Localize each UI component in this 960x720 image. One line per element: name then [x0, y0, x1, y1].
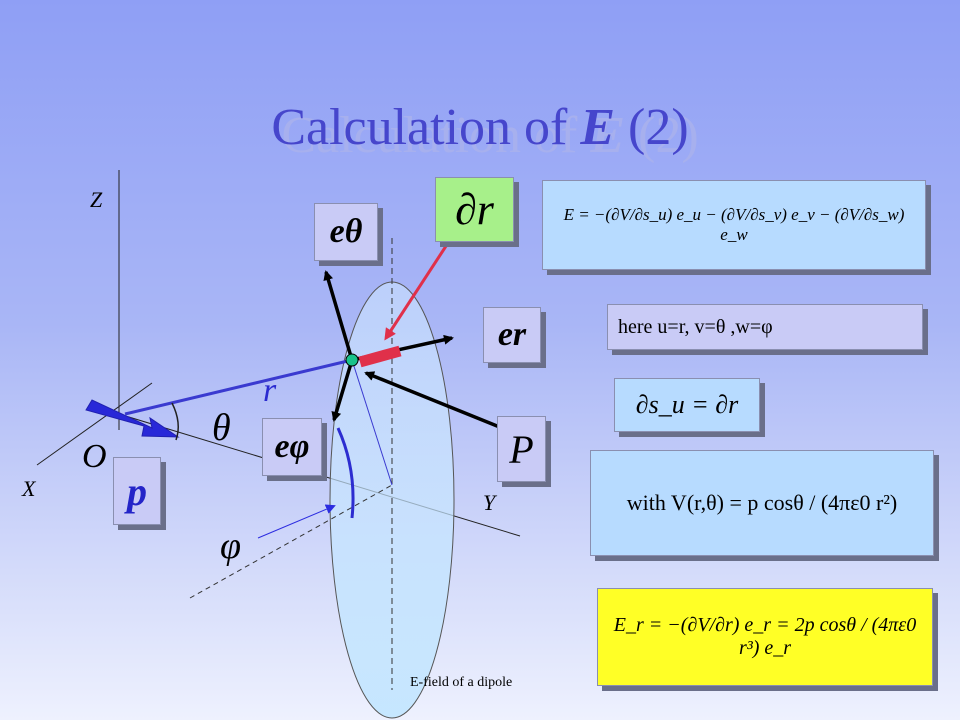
partial-r-segment [358, 345, 402, 368]
x-axis [36, 382, 153, 466]
dipole-p-box: p [113, 457, 161, 525]
partial-r-box: ∂r [435, 177, 514, 242]
page-title: Calculation of E (2) [271, 99, 689, 156]
e-theta-box: eθ [314, 203, 378, 261]
equation-e-general: E = −(∂V/∂s_u) e_u − (∂V/∂s_v) e_v − (∂V… [542, 180, 926, 270]
here-coordinates-box: here u=r, v=θ ,w=φ [607, 304, 923, 350]
projection-line [351, 359, 393, 486]
point-p-box: P [497, 416, 546, 482]
equation-e-r: E_r = −(∂V/∂r) e_r = 2p cosθ / (4πε0 r³)… [597, 588, 933, 686]
e-theta-arrow [323, 270, 354, 361]
radius-label: r [263, 372, 277, 409]
y-axis-label: Y [483, 490, 496, 515]
origin-label: O [82, 438, 107, 475]
phi-pointer [257, 504, 336, 539]
e-phi-arrow [331, 359, 354, 422]
theta-arc [171, 402, 179, 441]
theta-label: θ [212, 407, 231, 449]
phi-reference-line [189, 484, 393, 599]
e-r-box: er [483, 307, 541, 363]
title-block: Calculation of E (2) Calculation of E (2… [0, 92, 960, 172]
p-pointer-line [364, 371, 503, 430]
caption: E-field of a dipole [410, 675, 513, 690]
field-point-dot [345, 353, 359, 367]
phi-label: φ [220, 525, 242, 567]
radius-line [124, 358, 353, 416]
equation-ds-u: ∂s_u = ∂r [614, 378, 760, 432]
phi-arc [336, 427, 355, 519]
z-axis-label: Z [90, 187, 103, 212]
equation-potential: with V(r,θ) = p cosθ / (4πε0 r²) [590, 450, 934, 556]
dipole-arrow [85, 399, 180, 438]
partial-r-pointer [384, 242, 450, 341]
title-shadow: Calculation of E (2) [281, 107, 699, 164]
x-axis-label: X [22, 476, 36, 501]
e-phi-box: eφ [262, 418, 322, 476]
